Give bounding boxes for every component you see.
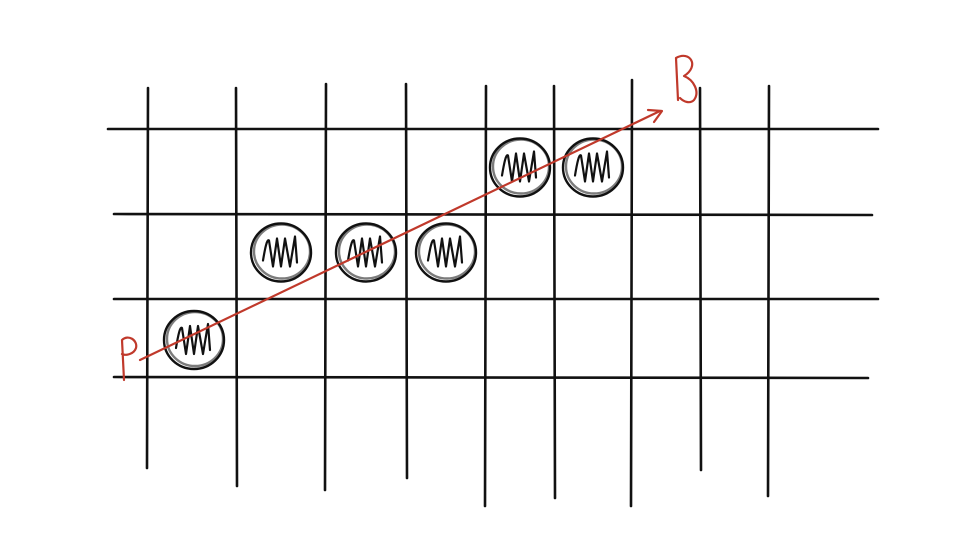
grid-vertical-line bbox=[404, 82, 409, 480]
scribbled-circle-icon bbox=[488, 137, 552, 198]
marked-cells bbox=[162, 137, 625, 371]
scribbled-circle-icon bbox=[334, 222, 398, 283]
start-label bbox=[120, 336, 138, 382]
grid-horizontal-line bbox=[112, 212, 874, 217]
line-segment bbox=[120, 54, 698, 382]
grid-horizontal-line bbox=[112, 375, 870, 380]
grid-vertical-line bbox=[698, 86, 703, 472]
end-label bbox=[674, 54, 698, 104]
grid-vertical-line bbox=[234, 86, 239, 488]
scribbled-circle-icon bbox=[249, 222, 313, 283]
grid-vertical-line bbox=[629, 78, 634, 508]
grid-lines bbox=[106, 78, 880, 508]
scribbled-circle-icon bbox=[414, 222, 478, 283]
scribbled-circle-icon bbox=[561, 137, 625, 198]
grid-vertical-line bbox=[145, 86, 150, 470]
grid-vertical-line bbox=[323, 82, 328, 492]
grid-vertical-line bbox=[483, 84, 488, 508]
segment-line bbox=[138, 109, 662, 362]
grid-vertical-line bbox=[766, 84, 771, 498]
arrowhead-icon bbox=[646, 108, 664, 124]
grid-vertical-line bbox=[552, 84, 557, 500]
scribbled-circle-icon bbox=[162, 309, 226, 371]
